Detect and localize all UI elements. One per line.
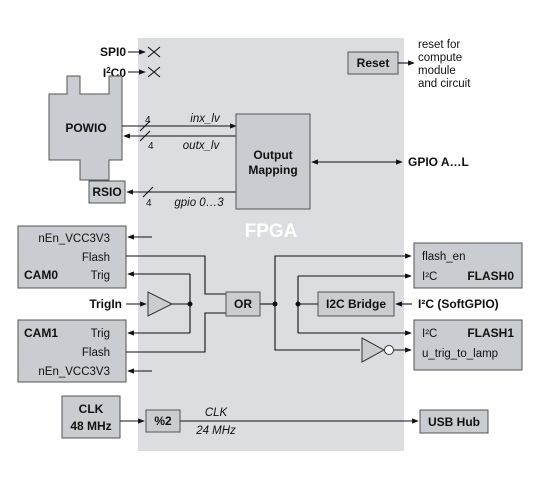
spi0-label: SPI0 xyxy=(100,45,126,59)
i2c-junction xyxy=(295,301,301,307)
gpio-width: 4 xyxy=(146,198,152,209)
inverter-bubble xyxy=(384,345,394,355)
usb-hub-box xyxy=(419,409,489,434)
clk-line1: CLK xyxy=(79,402,104,416)
inx-width: 4 xyxy=(145,115,151,126)
cam1-trig: Trig xyxy=(91,328,110,340)
reset-note-1: reset for xyxy=(418,39,460,51)
reset-note-4: and circuit xyxy=(418,78,471,90)
clk-line2: 48 MHz xyxy=(70,419,111,433)
cam1-label: CAM1 xyxy=(24,326,58,340)
trigin-label: TrigIn xyxy=(89,297,122,311)
clk24-line2: 24 MHz xyxy=(195,425,236,437)
i2c0-nc-mark xyxy=(147,66,161,78)
cam0-label: CAM0 xyxy=(24,268,58,282)
cam0-flash-wire xyxy=(126,255,226,295)
cam1-flash: Flash xyxy=(82,347,110,359)
outx-label: outx_lv xyxy=(183,140,221,152)
lamp-wire xyxy=(274,304,360,351)
reset-note-2: compute xyxy=(418,52,462,64)
i2c-soft-label: I²C (SoftGPIO) xyxy=(418,297,499,311)
i2c-bridge-label: I2C Bridge xyxy=(326,297,386,311)
rsio-box xyxy=(88,180,126,204)
flash-en-wire xyxy=(274,253,412,304)
output-mapping-line1: Output xyxy=(253,148,292,162)
rsio-label: RSIO xyxy=(92,185,121,199)
gpio-al-label: GPIO A…L xyxy=(408,155,469,169)
cam1-nen: nEn_VCC3V3 xyxy=(38,366,110,378)
trig-junction xyxy=(187,301,193,307)
flash0-i2c: I²C xyxy=(422,271,437,283)
flash0-box xyxy=(413,242,523,289)
usb-hub-label: USB Hub xyxy=(428,415,480,429)
gpio-label: gpio 0…3 xyxy=(174,197,224,209)
inx-label: inx_lv xyxy=(190,113,221,125)
flash1-u-trig: u_trig_to_lamp xyxy=(422,348,498,360)
reset-label: Reset xyxy=(357,56,390,70)
spi0-nc-mark xyxy=(147,46,161,58)
flash0-label: FLASH0 xyxy=(467,269,514,283)
cam0-box xyxy=(17,225,127,289)
powio-box xyxy=(48,75,123,181)
flash1-i2c: I²C xyxy=(422,328,437,340)
gpio-bus-slash xyxy=(142,186,154,198)
clk24-line1: CLK xyxy=(205,407,229,419)
i2c-bridge-box xyxy=(317,291,395,317)
inverter xyxy=(361,337,386,363)
cam1-box xyxy=(17,319,127,383)
cam0-flash: Flash xyxy=(82,252,110,264)
powio-label: POWIO xyxy=(65,121,106,135)
divider-label: %2 xyxy=(154,414,172,428)
trigin-buffer xyxy=(147,291,174,317)
cam0-trig: Trig xyxy=(91,270,110,282)
or-box xyxy=(225,291,261,317)
reset-note-3: module xyxy=(418,65,456,77)
outx-width: 4 xyxy=(148,141,154,152)
flash1-box xyxy=(413,319,523,371)
flash1-label: FLASH1 xyxy=(467,326,514,340)
or-label: OR xyxy=(234,297,252,311)
fpga-label: FPGA xyxy=(245,221,298,242)
clk-box xyxy=(61,395,121,439)
fpga-region xyxy=(138,38,404,451)
output-mapping-line2: Mapping xyxy=(248,163,297,177)
flash0-flash-en: flash_en xyxy=(422,251,465,263)
outx-bus-slash xyxy=(139,130,151,142)
output-mapping-box xyxy=(235,113,311,210)
inx-bus-slash xyxy=(139,120,151,132)
cam1-flash-wire xyxy=(126,312,226,353)
cam0-nen: nEn_VCC3V3 xyxy=(38,233,110,245)
